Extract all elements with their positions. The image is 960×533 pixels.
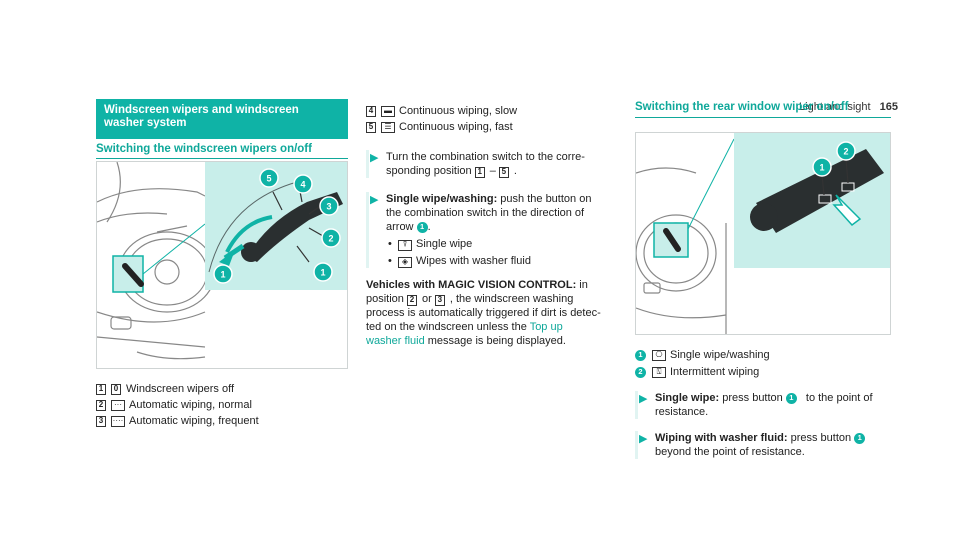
figure-windscreen-wiper-switch: 5 4 3 2 1 1	[96, 161, 348, 369]
callout-1-left-label: 1	[220, 270, 225, 280]
legend-text: Automatic wiping, frequent	[129, 415, 259, 427]
legend-item: 2 ⍂ Intermittent wiping	[635, 365, 895, 379]
instruction-step: ▶ Turn the combination switch to the cor…	[366, 150, 616, 178]
top-up-washer-fluid-link[interactable]: Top up	[529, 321, 563, 333]
instruction-step: ▶ Single wipe/washing: push the button o…	[366, 192, 616, 268]
step-text: arrow 1.	[386, 221, 431, 233]
stalk-highlight-box	[112, 255, 144, 293]
washer-fluid-icon: ◈	[398, 256, 412, 268]
legend-item: 1 ⎔ Single wipe/washing	[635, 348, 895, 362]
subheading-front-wipers: Switching the windscreen wipers on/off	[96, 143, 312, 155]
callout-1	[812, 157, 832, 177]
figure-rear-wiper-switch: 1 2	[635, 132, 891, 335]
callout-badge: 2	[635, 366, 646, 378]
running-header: Light and sight 165	[799, 101, 898, 113]
callout-4	[293, 174, 313, 194]
legend-text: Intermittent wiping	[670, 366, 760, 378]
step-text: the combination switch in the direction …	[386, 207, 585, 219]
stalk-zoomed	[247, 192, 343, 262]
position-glyph: ☰	[381, 121, 395, 133]
stalk-left	[122, 263, 144, 287]
section-title: Windscreen wipers and windscreen washer …	[96, 99, 348, 139]
callout-5	[259, 168, 279, 188]
single-wipe-icon: ⍒	[398, 239, 412, 251]
subheading-rear-wiper: Switching the rear window wiper on/off	[635, 101, 849, 113]
step-arrow-icon: ▶	[639, 393, 648, 405]
step-text: sponding position 1– 5.	[386, 165, 517, 178]
callout-2	[321, 228, 341, 248]
legend-front-wiper-positions: 1 0 Windscreen wipers off 2 ··· Automati…	[96, 381, 259, 429]
right-column: 1 ⎔ Single wipe/washing 2 ⍂ Intermittent…	[635, 348, 895, 459]
running-header-section: Light and sight	[799, 101, 871, 113]
callout-badge: 1	[635, 349, 646, 361]
page-number: 165	[879, 101, 898, 113]
callout-4-label: 4	[300, 180, 305, 190]
position-key: 4	[366, 105, 376, 117]
figure-illustration: 1 2	[636, 133, 890, 334]
legend-text: Automatic wiping, normal	[129, 399, 252, 411]
bullet-item: ◈Wipes with washer fluid	[386, 254, 616, 268]
legend-item: 1 0 Windscreen wipers off	[96, 381, 259, 397]
position-glyph: 0	[111, 383, 121, 395]
position-key: 5	[366, 121, 376, 133]
legend-item: 4 ▬ Continuous wiping, slow	[366, 104, 616, 118]
step-arrow-icon: ▶	[639, 433, 648, 445]
callout-3	[319, 196, 339, 216]
legend-text: Windscreen wipers off	[126, 383, 235, 395]
stalk-zoomed	[756, 149, 884, 233]
callout-2	[836, 141, 856, 161]
position-glyph: ···	[111, 399, 125, 411]
intermittent-wiping-icon: ⍂	[652, 366, 666, 378]
magic-vision-paragraph: Vehicles with MAGIC VISION CONTROL: in p…	[366, 279, 601, 347]
callout-2-label: 2	[843, 147, 848, 157]
position-glyph: ▬	[381, 105, 395, 117]
press-arrow	[832, 194, 862, 227]
callout-1-right	[313, 262, 333, 282]
callout-badge: 1	[416, 221, 428, 233]
figure-illustration: 5 4 3 2 1 1	[97, 162, 347, 360]
callout-5-label: 5	[266, 174, 271, 184]
step-text: Single wipe/washing: push the button on	[386, 193, 592, 205]
legend-item: 2 ··· Automatic wiping, normal	[96, 397, 259, 413]
top-up-washer-fluid-link-cont[interactable]: washer fluid	[366, 335, 425, 347]
position-key: 2	[96, 399, 106, 411]
legend-text: Continuous wiping, fast	[399, 121, 513, 133]
callout-2-label: 2	[328, 234, 333, 244]
middle-column: 4 ▬ Continuous wiping, slow 5 ☰ Continuo…	[366, 104, 616, 348]
callout-1-left	[213, 264, 233, 284]
step-arrow-icon: ▶	[370, 194, 379, 206]
callout-1-right-label: 1	[320, 268, 325, 278]
legend-text: Single wipe/washing	[670, 349, 770, 361]
legend-item: 5 ☰ Continuous wiping, fast	[366, 120, 616, 134]
instruction-step: ▶ Single wipe: press button 1 to the poi…	[635, 391, 895, 419]
position-key: 1	[96, 383, 106, 395]
callout-1-label: 1	[819, 163, 824, 173]
position-glyph: ····	[111, 415, 125, 427]
callout-3-label: 3	[326, 202, 331, 212]
step-arrow-icon: ▶	[370, 152, 379, 164]
instruction-step: ▶ Wiping with washer fluid: press button…	[635, 431, 895, 459]
position-key: 3	[96, 415, 106, 427]
single-wipe-washing-icon: ⎔	[652, 349, 666, 361]
legend-text: Continuous wiping, slow	[399, 105, 518, 117]
legend-item: 3 ···· Automatic wiping, frequent	[96, 413, 259, 429]
bullet-item: ⍒Single wipe	[386, 237, 616, 251]
step-text: Turn the combination switch to the corre…	[386, 151, 585, 163]
subheading-rule	[96, 158, 348, 159]
subheading-rule	[635, 117, 891, 118]
